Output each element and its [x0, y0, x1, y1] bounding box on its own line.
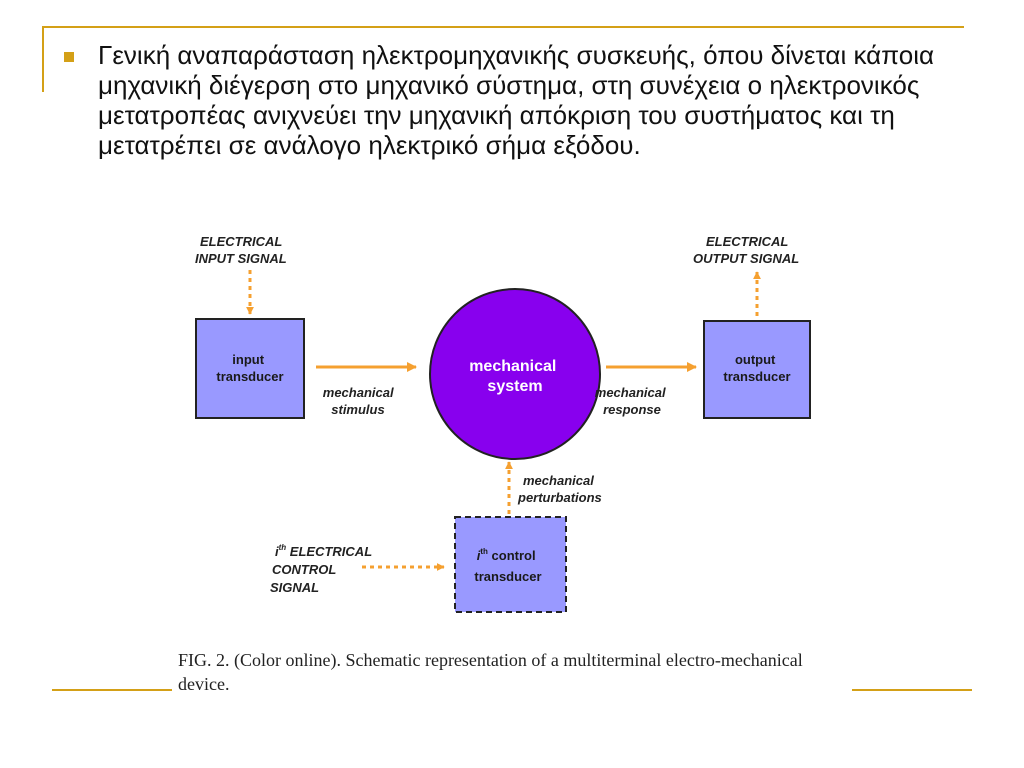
input-transducer-label: input transducer	[216, 352, 283, 384]
perturbations-label: mechanical perturbations	[517, 473, 602, 505]
bottom-left-decor-line	[52, 689, 172, 691]
control-signal-label: ith ELECTRICAL CONTROL SIGNAL	[270, 543, 376, 595]
output-transducer-box	[703, 320, 811, 419]
bottom-right-decor-line	[852, 689, 972, 691]
input-transducer-box	[195, 318, 305, 419]
control-transducer-label: ith control transducer	[474, 547, 541, 584]
stimulus-label: mechanical stimulus	[323, 385, 397, 417]
electrical-output-label: ELECTRICAL OUTPUT SIGNAL	[693, 234, 799, 266]
bullet-text: Γενική αναπαράσταση ηλεκτρομηχανικής συσ…	[98, 40, 934, 160]
response-label: mechanical response	[595, 385, 669, 417]
top-decor-line	[42, 26, 964, 28]
left-decor-line	[42, 26, 44, 92]
bullet-marker	[64, 52, 74, 62]
electrical-input-label: ELECTRICAL INPUT SIGNAL	[195, 234, 287, 266]
figure-caption: FIG. 2. (Color online). Schematic repres…	[178, 650, 803, 694]
mechanical-system-label: mechanical system	[469, 358, 561, 395]
output-transducer-label: output transducer	[723, 352, 790, 384]
mechanical-system-circle	[429, 288, 601, 460]
control-transducer-box	[454, 516, 567, 613]
